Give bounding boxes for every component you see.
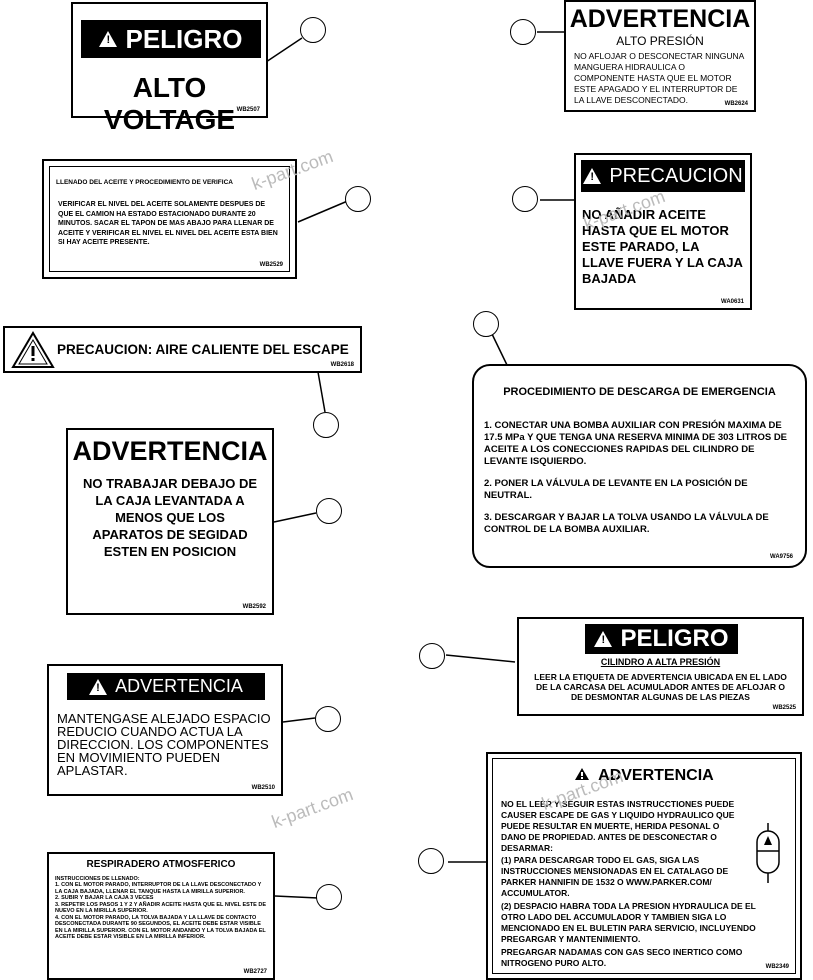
decal-advertencia-acumulador: ADVERTENCIA NO EL LEER Y SEGUIR ESTAS IN…: [486, 752, 802, 980]
decal-intro: INSTRUCCIONES DE LLENADO:: [55, 876, 140, 882]
header-label: ADVERTENCIA: [115, 676, 243, 696]
decal-title: RESPIRADERO ATMOSFERICO: [86, 859, 236, 870]
decal-code: WB2624: [724, 101, 748, 107]
decal-title: ADVERTENCIA: [569, 5, 751, 33]
callout-circle: [473, 311, 499, 337]
decal-step: (2) DESPACIO HABRA TODA LA PRESION HYDRA…: [501, 901, 756, 944]
header-label: PELIGRO: [125, 23, 243, 54]
callout-circle: [419, 643, 445, 669]
caution-header: PRECAUCION: [581, 160, 745, 192]
decal-body: NO AÑADIR ACEITE HASTA QUE EL MOTOR ESTE…: [582, 207, 743, 286]
decal-code: WB2510: [251, 785, 275, 791]
danger-header: PELIGRO: [585, 624, 738, 654]
decal-subtitle: CILINDRO A ALTA PRESIÓN: [600, 657, 721, 667]
decal-code: WB2618: [330, 362, 354, 368]
decal-code: WB2349: [765, 964, 789, 970]
decal-subtitle: ALTO PRESIÓN: [616, 34, 704, 48]
decal-step: 3. REPETIR LOS PASOS 1 Y 2 Y AÑADIR ACEI…: [55, 901, 266, 915]
header-label: ADVERTENCIA: [598, 767, 714, 784]
warning-triangle-icon: [11, 331, 55, 368]
decal-code: WA9756: [769, 554, 793, 560]
decal-step: (1) PARA DESCARGAR TODO EL GAS, SIGA LAS…: [501, 855, 729, 898]
decal-step: 1. CONECTAR UNA BOMBA AUXILIAR CON PRESI…: [484, 420, 788, 467]
decal-step: 3. DESCARGAR Y BAJAR LA TOLVA USANDO LA …: [484, 512, 769, 535]
decal-code: WB2592: [242, 604, 266, 610]
decal-advertencia-direccion: ADVERTENCIA MANTENGASE ALEJADO ESPACIO R…: [47, 664, 283, 796]
decal-body: ALTO VOLTAGE: [103, 72, 236, 135]
decal-llenado-aceite: LLENADO DEL ACEITE Y PROCEDIMIENTO DE VE…: [42, 159, 297, 279]
decal-step: 1. CON EL MOTOR PARADO, INTERRUPTOR DE L…: [55, 882, 262, 895]
decal-peligro-alto-voltage: PELIGRO ALTO VOLTAGE WB2507: [71, 2, 268, 135]
warning-header: ADVERTENCIA: [67, 673, 265, 700]
callout-circle: [313, 412, 339, 438]
decal-precaucion-aire: PRECAUCION: AIRE CALIENTE DEL ESCAPE WB2…: [3, 326, 362, 373]
callout-circle: [512, 186, 538, 212]
decal-title: PROCEDIMIENTO DE DESCARGA DE EMERGENCIA: [503, 386, 776, 398]
decal-title: LLENADO DEL ACEITE Y PROCEDIMIENTO DE VE…: [56, 179, 233, 186]
warning-triangle-icon: [89, 678, 108, 695]
header-label: PELIGRO: [620, 625, 729, 652]
callout-circle: [510, 19, 536, 45]
warning-header: ADVERTENCIA: [493, 767, 795, 785]
decal-body: NO TRABAJAR DEBAJO DE LA CAJA LEVANTADA …: [82, 476, 258, 559]
callout-circle: [315, 706, 341, 732]
decal-title: ADVERTENCIA: [72, 436, 268, 466]
decal-peligro-cilindro: PELIGRO CILINDRO A ALTA PRESIÓN LEER LA …: [517, 617, 804, 716]
decal-step: 4. CON EL MOTOR PARADO, LA TOLVA BAJADA …: [55, 914, 266, 941]
decal-code: WB2525: [772, 705, 796, 711]
callout-circle: [300, 17, 326, 43]
decal-respiradero-atmosferico: RESPIRADERO ATMOSFERICO INSTRUCCIONES DE…: [47, 852, 275, 980]
warning-triangle-icon: [99, 31, 118, 47]
accumulator-symbol-icon: [756, 823, 780, 883]
callout-circle: [345, 186, 371, 212]
warning-triangle-icon: [575, 768, 590, 780]
decal-precaucion-aceite: PRECAUCION NO AÑADIR ACEITE HASTA QUE EL…: [574, 153, 752, 310]
decal-step: 2. PONER LA VÁLVULA DE LEVANTE EN LA POS…: [484, 478, 748, 501]
decal-code: WA0631: [720, 299, 744, 305]
decal-body: NO AFLOJAR O DESCONECTAR NINGUNA MANGUER…: [574, 51, 744, 105]
header-label: PRECAUCION: [609, 164, 743, 187]
decal-advertencia-caja: ADVERTENCIA NO TRABAJAR DEBAJO DE LA CAJ…: [66, 428, 274, 615]
decal-outro: PREGARGAR NADAMAS CON GAS SECO INERTICO …: [501, 947, 743, 968]
danger-header: PELIGRO: [81, 20, 261, 58]
callout-circle: [418, 848, 444, 874]
warning-triangle-icon: [594, 631, 613, 647]
decal-body: VERIFICAR EL NIVEL DEL ACEITE SOLAMENTE …: [58, 201, 278, 246]
decal-advertencia-alto-presion: ADVERTENCIA ALTO PRESIÓN NO AFLOJAR O DE…: [564, 0, 756, 112]
warning-triangle-icon: [583, 168, 602, 184]
decal-step: 2. SUBIR Y BAJAR LA CAJA 3 VECES: [55, 895, 154, 901]
decal-body: MANTENGASE ALEJADO ESPACIO REDUCIO CUAND…: [57, 711, 271, 778]
callout-circle: [316, 884, 342, 910]
callout-circle: [316, 498, 342, 524]
decal-code: WB2529: [259, 262, 283, 268]
decal-code: WB2507: [236, 107, 260, 113]
decal-body: LEER LA ETIQUETA DE ADVERTENCIA UBICADA …: [534, 672, 787, 702]
decal-body: PRECAUCION: AIRE CALIENTE DEL ESCAPE: [57, 342, 349, 357]
decal-intro: NO EL LEER Y SEGUIR ESTAS INSTRUCCTIONES…: [501, 799, 735, 853]
decal-procedimiento-emergencia: PROCEDIMIENTO DE DESCARGA DE EMERGENCIA …: [472, 364, 807, 568]
decal-code: WB2727: [243, 969, 267, 975]
